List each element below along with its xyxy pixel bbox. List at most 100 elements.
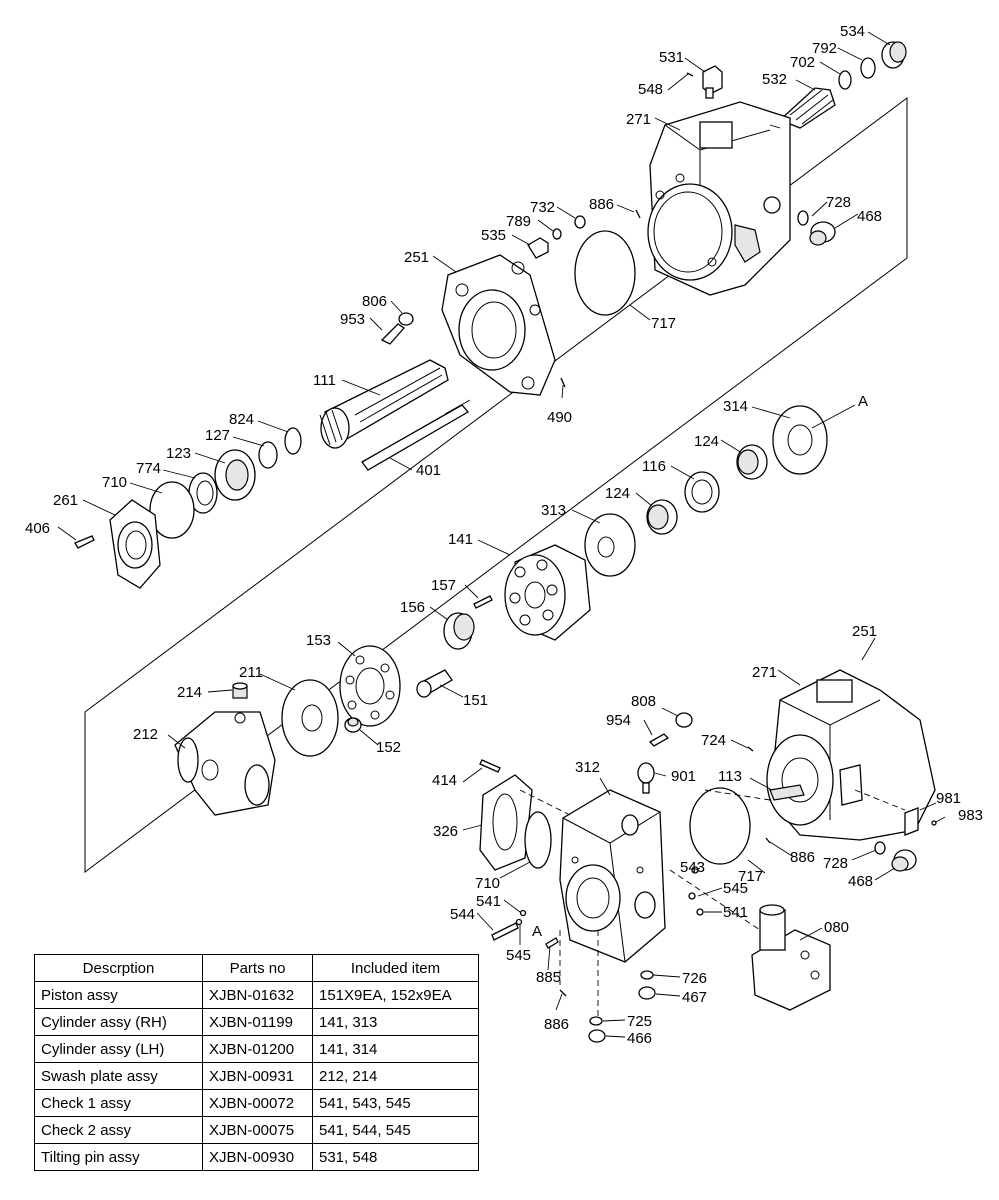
callout-401: 401 — [416, 462, 441, 479]
callout-824: 824 — [229, 411, 254, 428]
pin-490 — [560, 377, 566, 388]
callout-726: 726 — [682, 970, 707, 987]
column-header-description: Descrption — [34, 954, 203, 982]
callout-548: 548 — [638, 81, 663, 98]
plug-532 — [778, 87, 836, 129]
plug-468 — [809, 221, 836, 246]
cell-description: Cylinder assy (RH) — [34, 1008, 203, 1036]
callout-728-assembled: 728 — [823, 855, 848, 872]
callout-886-bottom: 886 — [544, 1016, 569, 1033]
pin-724 — [747, 746, 754, 752]
cell-parts-no: XJBN-00930 — [202, 1143, 313, 1171]
callout-981: 981 — [936, 790, 961, 807]
cell-description: Cylinder assy (LH) — [34, 1035, 203, 1063]
regulator-080 — [751, 904, 831, 1011]
callout-953: 953 — [340, 311, 365, 328]
plug-467 — [638, 986, 656, 1000]
callout-774: 774 — [136, 460, 161, 477]
callout-080: 080 — [824, 919, 849, 936]
o-ring-728 — [797, 210, 809, 226]
cell-description: Tilting pin assy — [34, 1143, 203, 1171]
o-ring-789 — [552, 228, 562, 240]
cell-parts-no: XJBN-01632 — [202, 981, 313, 1009]
callout-789: 789 — [506, 213, 531, 230]
cell-included-item: 151X9EA, 152x9EA — [312, 981, 479, 1009]
shoe-152 — [344, 717, 362, 733]
cell-included-item: 212, 214 — [312, 1062, 479, 1090]
pin-548 — [686, 72, 694, 77]
assembly-frame — [84, 97, 908, 873]
callout-466: 466 — [627, 1030, 652, 1047]
callout-156: 156 — [400, 599, 425, 616]
callout-151: 151 — [463, 692, 488, 709]
cell-description: Check 2 assy — [34, 1116, 203, 1144]
o-ring-728b — [874, 841, 886, 855]
callout-152: 152 — [376, 739, 401, 756]
cylinder-block-141 — [504, 544, 591, 641]
cell-parts-no: XJBN-00075 — [202, 1116, 313, 1144]
rod-401 — [361, 399, 471, 471]
pump-housing-271 — [647, 101, 791, 296]
callout-312: 312 — [575, 759, 600, 776]
bolt-954 — [648, 733, 670, 747]
tilting-pin-531 — [702, 65, 723, 99]
callout-535: 535 — [481, 227, 506, 244]
shaft-111 — [319, 359, 449, 449]
callout-543: 543 — [680, 859, 705, 876]
callout-A-top: A — [858, 393, 868, 410]
callout-113: 113 — [718, 768, 742, 785]
callout-806: 806 — [362, 293, 387, 310]
table-row: Swash plate assy XJBN-00931 212, 214 — [34, 1062, 479, 1090]
o-ring-710 — [149, 481, 195, 539]
callout-717-assembled: 717 — [738, 868, 763, 885]
table-header-row: Descrption Parts no Included item — [34, 954, 479, 982]
o-ring-792 — [860, 57, 876, 79]
pin-886c — [559, 989, 567, 997]
bolt-953 — [380, 323, 405, 345]
flange-251 — [441, 254, 556, 396]
callout-728: 728 — [826, 194, 851, 211]
callout-157: 157 — [431, 577, 456, 594]
callout-792: 792 — [812, 40, 837, 57]
plug-468b — [891, 849, 917, 872]
callout-A-bottom: A — [532, 923, 542, 940]
pin-157 — [473, 595, 493, 609]
screw-983 — [931, 820, 937, 826]
callout-541-left: 541 — [476, 893, 501, 910]
cell-parts-no: XJBN-01200 — [202, 1035, 313, 1063]
table-row: Tilting pin assy XJBN-00930 531, 548 — [34, 1143, 479, 1171]
nut-808 — [675, 712, 693, 728]
callout-467: 467 — [682, 989, 707, 1006]
spherical-bush-156 — [443, 612, 475, 650]
column-header-parts-no: Parts no — [202, 954, 313, 982]
callout-314: 314 — [723, 398, 748, 415]
callout-983: 983 — [958, 807, 983, 824]
callout-808: 808 — [631, 693, 656, 710]
callout-326: 326 — [433, 823, 458, 840]
callout-261: 261 — [53, 492, 78, 509]
callout-534: 534 — [840, 23, 865, 40]
o-ring-732 — [574, 215, 586, 229]
pin-886 — [635, 209, 641, 219]
callout-545-left: 545 — [506, 947, 531, 964]
callout-124-upper: 124 — [694, 433, 719, 450]
callout-724: 724 — [701, 732, 726, 749]
callout-141: 141 — [448, 531, 473, 548]
piston-151 — [416, 669, 453, 698]
gasket-717 — [574, 230, 636, 316]
callout-116: 116 — [642, 458, 666, 475]
callout-541-right: 541 — [723, 904, 748, 921]
callout-532: 532 — [762, 71, 787, 88]
cell-parts-no: XJBN-00072 — [202, 1089, 313, 1117]
cell-parts-no: XJBN-00931 — [202, 1062, 313, 1090]
callout-211: 211 — [239, 664, 263, 681]
plate-981 — [904, 807, 919, 836]
snap-ring-127 — [258, 441, 278, 469]
table-row: Cylinder assy (LH) XJBN-01200 141, 314 — [34, 1035, 479, 1063]
callout-406: 406 — [25, 520, 50, 537]
callout-271: 271 — [626, 111, 651, 128]
callout-127: 127 — [205, 427, 230, 444]
leader-lines — [57, 31, 946, 1038]
callout-123: 123 — [166, 445, 191, 462]
